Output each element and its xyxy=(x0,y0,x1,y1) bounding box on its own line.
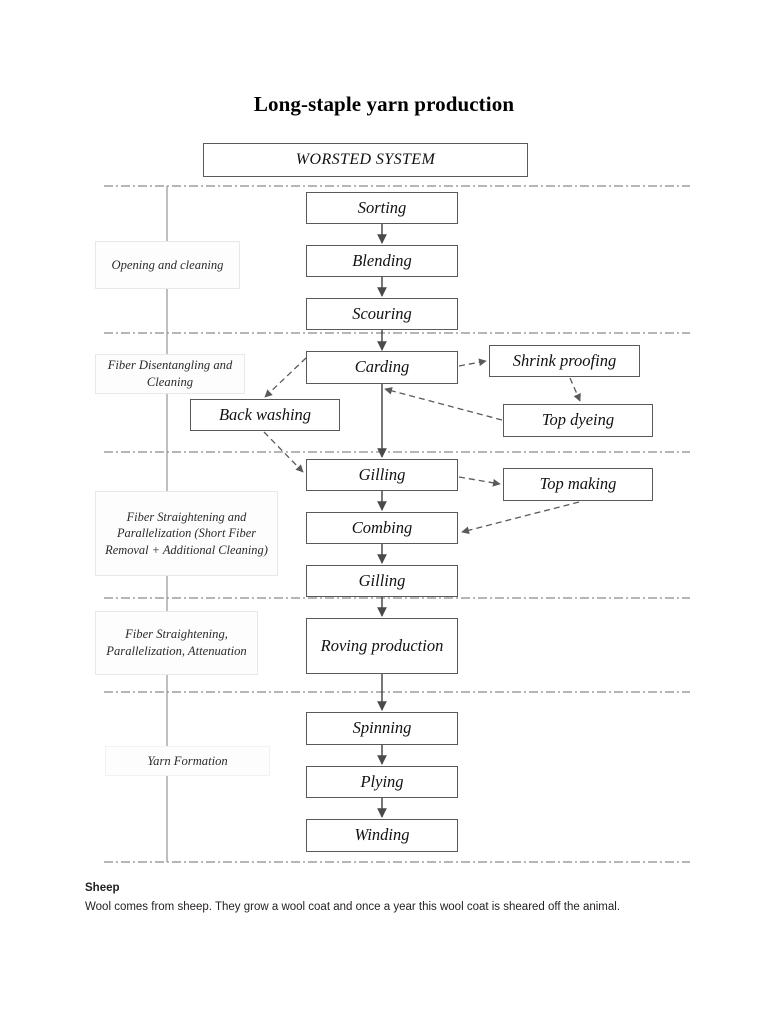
stage-label-fiber-straightening-parallelization-attenuation[interactable]: Fiber Straightening, Parallelization, At… xyxy=(95,611,258,675)
stage-label-yarn-formation[interactable]: Yarn Formation xyxy=(105,746,270,776)
arrow-backwashing-gilling1 xyxy=(263,431,304,473)
page-title: Long-staple yarn production xyxy=(253,92,515,116)
arrow-topdyeing-carding xyxy=(384,387,503,421)
caption-block: Sheep Wool comes from sheep. They grow a… xyxy=(85,879,665,916)
process-box-combing[interactable]: Combing xyxy=(306,512,458,544)
process-box-spinning[interactable]: Spinning xyxy=(306,712,458,745)
stage-label-fiber-disentangling-and-cleaning[interactable]: Fiber Disentangling and Cleaning xyxy=(95,354,245,394)
caption-heading: Sheep xyxy=(85,882,120,894)
stage-label-fiber-straightening-and-parallelization[interactable]: Fiber Straightening and Parallelization … xyxy=(95,491,278,576)
side-process-arrows xyxy=(263,357,581,535)
worsted-system-header[interactable]: WORSTED SYSTEM xyxy=(203,143,528,177)
stage-label-opening-and-cleaning[interactable]: Opening and cleaning xyxy=(95,241,240,289)
process-box-plying[interactable]: Plying xyxy=(306,766,458,798)
arrow-gilling1-topmaking xyxy=(458,476,501,487)
process-box-shrink-proofing[interactable]: Shrink proofing xyxy=(489,345,640,377)
process-box-gilling-2[interactable]: Gilling xyxy=(306,565,458,597)
arrow-carding-shrinkproofing xyxy=(458,358,487,367)
process-box-top-making[interactable]: Top making xyxy=(503,468,653,501)
arrow-carding-backwashing xyxy=(264,357,307,398)
process-box-back-washing[interactable]: Back washing xyxy=(190,399,340,431)
process-box-top-dyeing[interactable]: Top dyeing xyxy=(503,404,653,437)
arrow-topmaking-combing xyxy=(461,501,580,535)
process-box-scouring[interactable]: Scouring xyxy=(306,298,458,330)
process-box-sorting[interactable]: Sorting xyxy=(306,192,458,224)
process-box-roving-production[interactable]: Roving production xyxy=(306,618,458,674)
caption-body: Wool comes from sheep. They grow a wool … xyxy=(85,900,621,913)
process-box-gilling-1[interactable]: Gilling xyxy=(306,459,458,491)
process-box-carding[interactable]: Carding xyxy=(306,351,458,384)
process-box-blending[interactable]: Blending xyxy=(306,245,458,277)
arrow-shrinkproofing-topdyeing xyxy=(569,377,581,402)
process-box-winding[interactable]: Winding xyxy=(306,819,458,852)
